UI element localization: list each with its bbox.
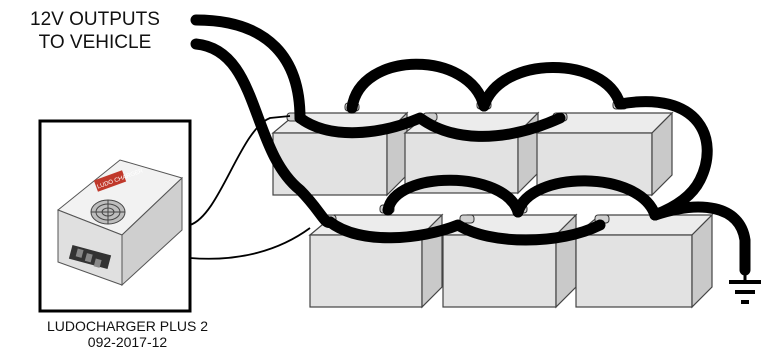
- outputs-label-line1: 12V OUTPUTS: [30, 9, 160, 30]
- outputs-label-line2: TO VEHICLE: [38, 32, 152, 53]
- charger-caption: LUDOCHARGER PLUS 2 092-2017-12: [40, 318, 215, 350]
- ground-icon: [729, 270, 761, 304]
- charger-unit: LUDO CHARGER: [57, 159, 183, 287]
- charger-name: LUDOCHARGER PLUS 2: [46, 318, 209, 334]
- battery-front-1: [308, 204, 444, 309]
- battery-front-2: [441, 204, 578, 309]
- fan-grille-icon: [90, 199, 126, 225]
- charger-part-number: 092-2017-12: [87, 334, 168, 350]
- outputs-label: 12V OUTPUTS TO VEHICLE: [30, 8, 160, 54]
